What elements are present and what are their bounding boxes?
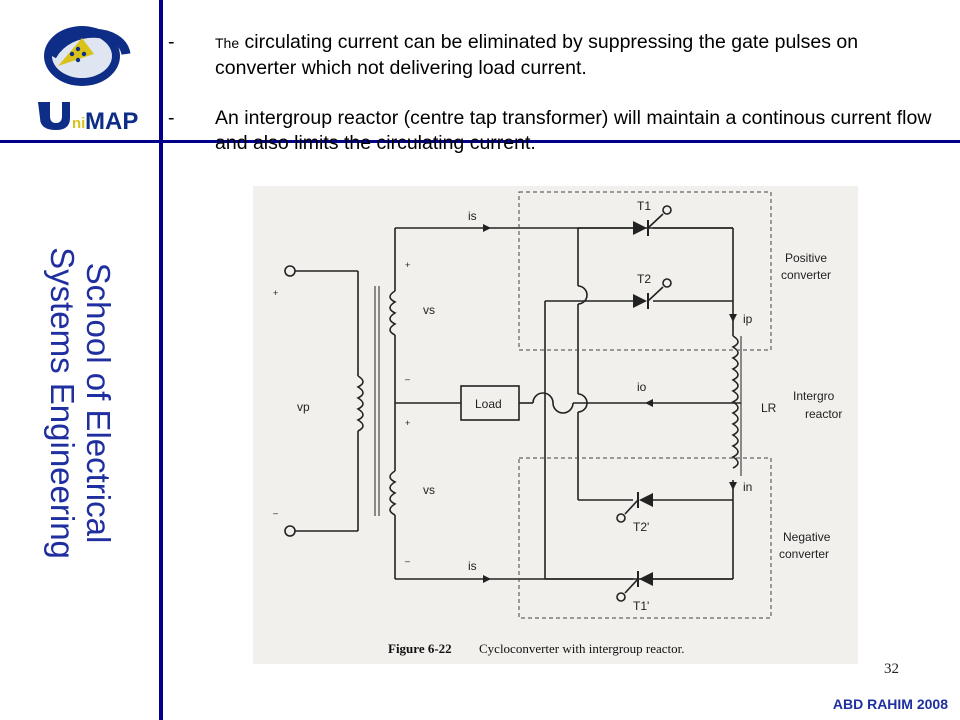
label-T1-prime: T1' (633, 599, 649, 613)
label-load: Load (475, 397, 502, 411)
bullet-1-lead: The (215, 35, 240, 51)
vertical-divider (159, 0, 163, 720)
intergroup-reactor (731, 335, 739, 469)
label-reactor: reactor (805, 407, 842, 421)
bullet-list: - The circulating current can be elimina… (168, 30, 938, 181)
label-minus-top: – (405, 374, 410, 384)
label-minus-primary: – (273, 508, 278, 518)
label-negative: Negative (783, 530, 831, 544)
author-footer: ABD RAHIM 2008 (832, 696, 948, 712)
school-title-line1: School of Electrical (79, 262, 117, 544)
thyristor-T2-prime-bar (637, 492, 639, 508)
thyristor-T1 (633, 221, 647, 235)
school-title: School of Electrical Systems Engineering (0, 143, 159, 663)
label-T2: T2 (637, 272, 651, 286)
label-vp: vp (297, 400, 310, 414)
secondary-winding-top (389, 290, 397, 336)
secondary-winding-bottom (389, 470, 397, 516)
label-io: io (637, 380, 647, 394)
label-is-bottom: is (468, 559, 477, 573)
label-in: in (743, 480, 752, 494)
label-positive: Positive (785, 251, 827, 265)
cycloconverter-figure: vp vs vs Load is is ip io in LR T1 T2 T2… (253, 186, 858, 664)
school-title-line2: Systems Engineering (43, 247, 81, 559)
bullet-2: - An intergroup reactor (centre tap tran… (168, 106, 938, 156)
label-minus-bottom: – (405, 556, 410, 566)
bullet-1: - The circulating current can be elimina… (168, 30, 938, 81)
primary-winding (356, 375, 364, 432)
bullet-dash: - (168, 107, 175, 129)
thyristor-T1-bar (647, 220, 649, 236)
label-ip: ip (743, 312, 753, 326)
label-LR: LR (761, 401, 777, 415)
figure-caption-number: Figure 6-22 (388, 641, 452, 656)
bullet-2-text: An intergroup reactor (centre tap transf… (215, 107, 932, 154)
positive-converter-box (518, 191, 772, 351)
page-number: 32 (884, 661, 899, 677)
unimap-logo: ni MAP (30, 8, 150, 135)
thyristor-T2-prime (639, 493, 653, 507)
label-negative-converter: converter (779, 547, 829, 561)
thyristor-T1-prime (639, 572, 653, 586)
label-is-top: is (468, 209, 477, 223)
label-T2-prime: T2' (633, 520, 649, 534)
primary-terminal-bottom (284, 525, 296, 537)
label-vs-bottom: vs (423, 483, 435, 497)
logo-text: MAP (85, 108, 138, 133)
label-plus-primary: + (273, 288, 278, 298)
label-vs-top: vs (423, 303, 435, 317)
label-positive-converter: converter (781, 268, 831, 282)
primary-terminal-top (284, 265, 296, 277)
horizontal-divider (0, 140, 960, 143)
label-T1: T1 (637, 199, 651, 213)
negative-converter-box (518, 457, 772, 619)
thyristor-T2-bar (647, 293, 649, 309)
label-plus-bottom: + (405, 418, 410, 428)
label-plus-top: + (405, 260, 410, 270)
bullet-1-text: circulating current can be eliminated by… (215, 31, 859, 79)
circuit-diagram: vp vs vs Load is is ip io in LR T1 T2 T2… (273, 191, 842, 656)
bullet-dash: - (168, 31, 175, 53)
label-intergroup: Intergro (793, 389, 835, 403)
thyristor-T2 (633, 294, 647, 308)
thyristor-T1-prime-bar (637, 571, 639, 587)
figure-caption: Cycloconverter with intergroup reactor. (479, 641, 685, 656)
svg-text:ni: ni (72, 115, 85, 132)
